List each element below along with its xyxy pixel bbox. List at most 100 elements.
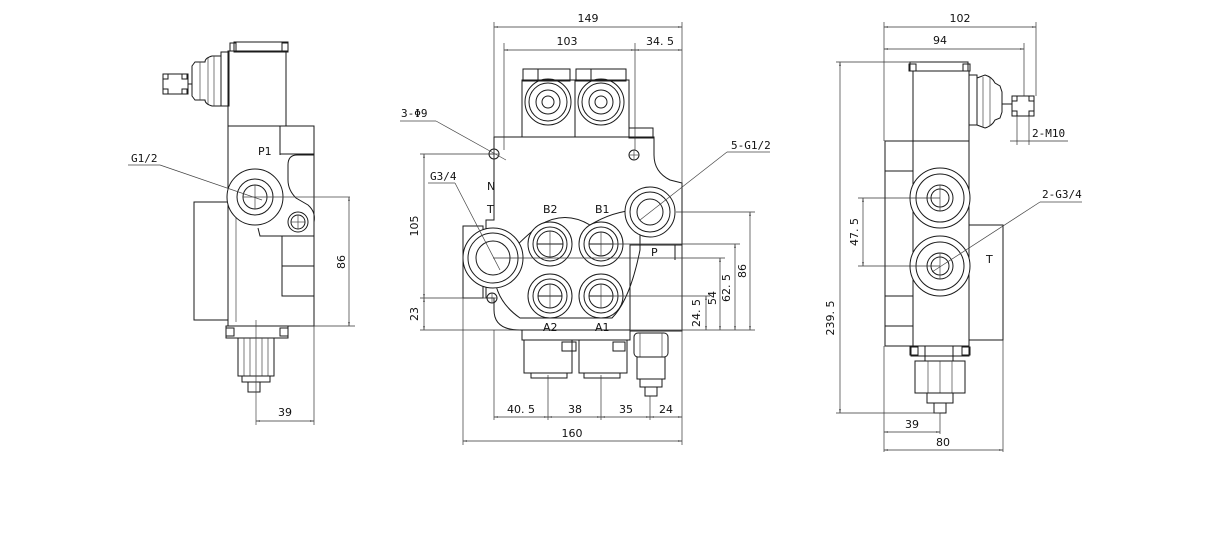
dim-label-94: 94	[933, 34, 947, 47]
spring-cap-a2	[523, 339, 573, 374]
dim-label-103: 103	[557, 35, 578, 48]
left-handle-housing	[227, 50, 287, 127]
handle-tab	[522, 68, 539, 82]
handle-left-boot	[524, 78, 572, 126]
b2-port	[527, 221, 573, 267]
left-handle-collar	[220, 51, 230, 107]
port-label-b1: B1	[595, 203, 610, 216]
spring-cap-end	[583, 372, 621, 379]
front-view: 149 103 34. 5 105 23 24. 5 54 62. 5 86	[400, 12, 771, 445]
leader-line	[639, 151, 728, 221]
left-side-plate	[193, 201, 229, 321]
t-side-block	[968, 224, 1004, 341]
right-bottom-plate	[910, 345, 970, 357]
right-bellows-boot	[976, 74, 1003, 129]
lever-bolt	[181, 88, 188, 95]
lever-bolt	[1028, 110, 1035, 117]
leader-line	[159, 164, 263, 201]
callout-2-g3-4: 2-G3/4	[1042, 188, 1082, 201]
port-label-t-right: T	[985, 253, 993, 266]
body-notch	[628, 127, 654, 139]
right-side-view: 102 94 2-M10 239. 5 47. 5 39 80 T 2-G3/4	[824, 12, 1082, 452]
lever-bolt	[162, 73, 169, 80]
right-lever-end	[1011, 95, 1035, 117]
right-hex	[924, 345, 954, 362]
dim-label-47-5: 47. 5	[848, 218, 861, 246]
dim-label-34-5: 34. 5	[646, 35, 674, 48]
spring-cap-tab	[612, 341, 626, 352]
dim-label-38: 38	[568, 403, 582, 416]
port-label-p: P	[651, 246, 658, 259]
callout-2-m10: 2-M10	[1032, 127, 1065, 140]
callout-5-g1-2: 5-G1/2	[731, 139, 771, 152]
spring-cap-end	[530, 372, 568, 379]
dim-label-105: 105	[408, 216, 421, 237]
body-step	[281, 235, 315, 267]
leader-line	[454, 182, 501, 271]
port-label-p1: P1	[258, 145, 272, 158]
body-profile	[257, 154, 315, 237]
right-body-left	[884, 171, 913, 347]
right-body-step	[884, 295, 914, 327]
handle-tab	[575, 68, 592, 82]
lever-bolt	[1028, 95, 1035, 102]
right-cap-nut	[933, 402, 947, 414]
relief-valve	[633, 332, 669, 397]
dim-label-80: 80	[936, 436, 950, 449]
dim-label-35: 35	[619, 403, 633, 416]
callout-3-phi9: 3-Φ9	[401, 107, 428, 120]
dim-label-24-5: 24. 5	[690, 299, 703, 327]
right-top-cap	[909, 61, 969, 72]
bottom-cap-plate	[225, 325, 289, 339]
port-label-b2: B2	[543, 203, 558, 216]
dim-label-23: 23	[408, 307, 421, 321]
spring-cap-a1	[578, 339, 628, 374]
right-handle-housing	[912, 70, 970, 142]
dim-label-102: 102	[950, 12, 971, 25]
leader-line	[931, 201, 1041, 273]
dim-label-160: 160	[562, 427, 583, 440]
dim-label-239-5: 239. 5	[824, 301, 837, 336]
handle-right-boot	[577, 78, 625, 126]
port-label-t: T	[486, 203, 494, 216]
right-cap-bolt	[962, 63, 971, 72]
dim-label-86: 86	[335, 255, 348, 269]
bottom-plate	[521, 329, 631, 341]
right-cap-end	[926, 392, 954, 404]
dim-label-39-right: 39	[905, 418, 919, 431]
a2-port	[527, 273, 573, 319]
callout-g3-4: G3/4	[430, 170, 457, 183]
lever-bolt	[1011, 95, 1018, 102]
callout-g1-2: G1/2	[131, 152, 158, 165]
dim-label-40-5: 40. 5	[507, 403, 535, 416]
bottom-cap-bolt	[225, 327, 235, 337]
left-cap-bolt	[229, 42, 237, 52]
leader-line	[435, 120, 507, 161]
relief-screw-boss	[287, 211, 309, 233]
left-side-view: 86 39 P1 G1/2	[128, 41, 355, 425]
bottom-cap-bolt	[279, 327, 289, 337]
right-body-step	[884, 140, 914, 172]
right-bottom-bolt	[909, 346, 919, 356]
mount-hole-top-right	[628, 149, 640, 161]
dim-label-149: 149	[578, 12, 599, 25]
handle-tab	[537, 68, 571, 82]
lever-bolt	[1011, 110, 1018, 117]
handle-tab	[590, 68, 627, 82]
dim-label-24: 24	[659, 403, 673, 416]
lever-bolt	[181, 73, 188, 80]
cap-nut	[247, 381, 261, 393]
port-label-a1: A1	[595, 321, 610, 334]
bellows-boot	[191, 55, 221, 107]
dim-label-62-5: 62. 5	[720, 274, 733, 302]
dim-label-86-front: 86	[736, 264, 749, 278]
body-step	[281, 265, 315, 297]
right-handle-collar	[968, 74, 978, 126]
lever-end	[162, 73, 189, 95]
right-bottom-bolt	[961, 346, 971, 356]
dim-label-39: 39	[278, 406, 292, 419]
body-boss	[279, 125, 315, 155]
left-cap-bolt	[281, 42, 289, 52]
dim-label-54: 54	[706, 291, 719, 305]
